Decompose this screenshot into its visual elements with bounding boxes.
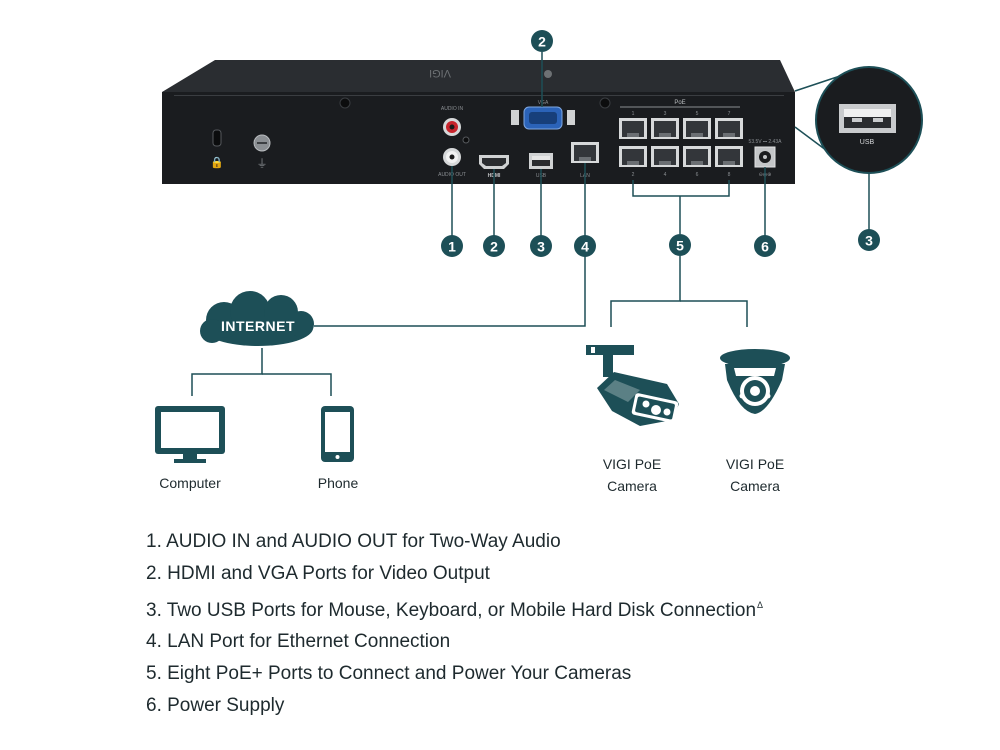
badge-1: 1 xyxy=(441,235,463,257)
poe-number-4: 4 xyxy=(664,172,667,178)
feature-item-6: 6. Power Supply xyxy=(146,694,285,716)
svg-text:5: 5 xyxy=(676,238,684,254)
brand-mark: VIGI xyxy=(429,67,451,79)
phone-icon xyxy=(321,406,354,462)
poe-number-5: 5 xyxy=(696,111,699,117)
turret-camera-label-line2: Camera xyxy=(730,478,780,494)
turret-camera: VIGI PoE Camera xyxy=(720,349,790,494)
usb-zoom-callout: USB xyxy=(794,66,923,174)
feature-list: 1. AUDIO IN and AUDIO OUT for Two-Way Au… xyxy=(146,526,763,722)
turret-camera-label-line1: VIGI PoE xyxy=(726,456,784,472)
badge-6: 6 xyxy=(754,235,776,257)
nvr-device: VIGI 🔒 ⏚ AUDIO IN AUDIO OUT HDMI VGA xyxy=(162,60,795,184)
svg-text:2: 2 xyxy=(538,34,546,50)
feature-item-4: 4. LAN Port for Ethernet Connection xyxy=(146,631,451,653)
badge-2: 2 xyxy=(483,235,505,257)
internet-cloud: INTERNET xyxy=(200,291,314,346)
internet-label: INTERNET xyxy=(221,318,295,334)
feature-item-1: 1. AUDIO IN and AUDIO OUT for Two-Way Au… xyxy=(146,531,561,552)
computer: Computer xyxy=(155,406,225,491)
lock-icon: 🔒 xyxy=(210,156,224,169)
phone: Phone xyxy=(318,406,359,491)
poe-number-8: 8 xyxy=(728,172,731,178)
number-badges: 2 1 2 3 4 5 6 3 xyxy=(441,30,880,257)
poe-number-1: 1 xyxy=(632,111,635,117)
svg-text:3: 3 xyxy=(537,239,545,255)
badge-4: 4 xyxy=(574,235,596,257)
audio-in-label: AUDIO IN xyxy=(441,106,464,112)
feature-footnote-mark: Δ xyxy=(757,599,764,610)
callout-lines xyxy=(191,52,870,396)
badge-3: 3 xyxy=(530,235,552,257)
bullet-camera-label-line2: Camera xyxy=(607,478,657,494)
monitor-icon xyxy=(155,406,225,463)
poe-number-6: 6 xyxy=(696,172,699,178)
phone-label: Phone xyxy=(318,475,359,491)
ground-icon: ⏚ xyxy=(257,157,268,170)
poe-number-3: 3 xyxy=(664,111,667,117)
computer-label: Computer xyxy=(159,475,221,491)
device-top-face xyxy=(162,60,795,92)
poe-number-2: 2 xyxy=(632,172,635,178)
svg-text:4: 4 xyxy=(581,239,589,255)
badge-3-right: 3 xyxy=(858,229,880,251)
poe-number-7: 7 xyxy=(728,111,731,117)
svg-text:2: 2 xyxy=(490,239,498,255)
cloud-icon xyxy=(200,291,314,346)
usb-zoom-label: USB xyxy=(860,139,875,146)
svg-text:3: 3 xyxy=(865,233,873,249)
poe-label: PoE xyxy=(674,100,685,106)
vga-label: VGA xyxy=(538,100,549,106)
brand-logo xyxy=(544,70,552,78)
power-rating: 53.5V ⎓ 2.43A xyxy=(749,139,783,145)
svg-text:1: 1 xyxy=(448,239,456,255)
kensington-lock-slot xyxy=(212,129,222,147)
svg-text:6: 6 xyxy=(761,239,769,255)
badge-5: 5 xyxy=(669,234,691,256)
feature-item-5: 5. Eight PoE+ Ports to Connect and Power… xyxy=(146,663,632,685)
feature-item-3-text: 3. Two USB Ports for Mouse, Keyboard, or… xyxy=(146,599,757,621)
feature-item-2: 2. HDMI and VGA Ports for Video Output xyxy=(146,562,490,584)
bullet-camera-label-line1: VIGI PoE xyxy=(603,456,661,472)
bullet-camera: VIGI PoE Camera xyxy=(586,345,679,494)
feature-item-3: 3. Two USB Ports for Mouse, Keyboard, or… xyxy=(146,590,763,627)
badge-2-top: 2 xyxy=(531,30,553,52)
lan-port xyxy=(571,142,599,163)
turret-camera-icon xyxy=(720,349,790,414)
bullet-camera-icon xyxy=(586,345,679,426)
